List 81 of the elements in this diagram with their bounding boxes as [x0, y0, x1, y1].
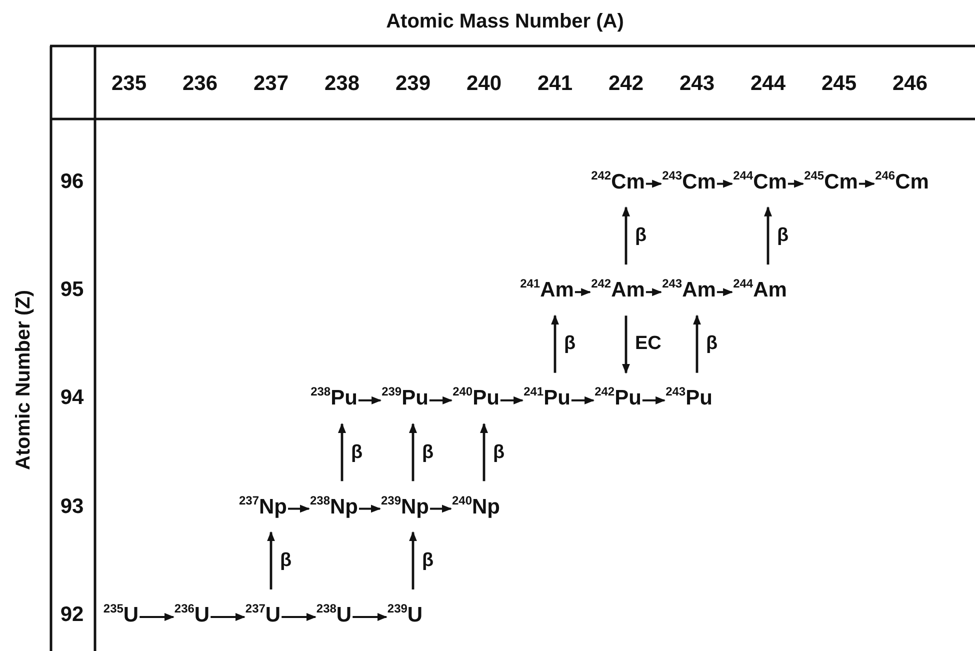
arrow — [338, 422, 346, 482]
arrow — [716, 288, 734, 296]
nuclide-label: $^{242}$Pu — [594, 386, 642, 410]
axis-tick-label: 246 — [892, 72, 928, 96]
edge-label: β — [349, 442, 365, 464]
axis-tick-label: 242 — [608, 72, 644, 96]
arrow — [140, 613, 174, 621]
nuclide-label: $^{236}$U — [174, 603, 210, 627]
nuclide-label: $^{235}$U — [103, 603, 139, 627]
axis-tick-label: 92 — [60, 603, 84, 627]
edge-label: β — [775, 224, 791, 247]
nuclide-label: $^{238}$U — [316, 603, 352, 627]
axis-tick-label: 244 — [750, 72, 786, 96]
nuclide-label: $^{243}$Am — [662, 278, 716, 302]
arrow — [646, 288, 662, 296]
axis-tick-label: 93 — [60, 494, 84, 519]
arrow — [500, 396, 524, 404]
nuclide-label: $^{245}$Cm — [804, 170, 858, 194]
nuclide-label: $^{239}$Pu — [382, 386, 428, 410]
nuclide-label: $^{246}$Cm — [875, 170, 929, 194]
axis-tick-label: 236 — [182, 72, 218, 96]
arrow — [571, 396, 595, 404]
edge-label: β — [491, 442, 507, 464]
edge-label: β — [278, 550, 294, 572]
nuclide-label: $^{242}$Am — [591, 278, 645, 302]
arrow — [430, 504, 452, 513]
arrow — [716, 180, 734, 188]
edge-label: β — [704, 333, 720, 356]
arrow — [288, 504, 310, 513]
arrow — [210, 613, 246, 621]
nuclide-label: $^{239}$U — [387, 603, 423, 627]
nuclide-label: $^{242}$Cm — [591, 170, 645, 194]
nuclide-label: $^{240}$Np — [452, 495, 500, 518]
nuclide-label: $^{237}$U — [245, 603, 281, 627]
arrow — [282, 613, 316, 621]
axis-title: Atomic Number (Z) — [12, 290, 36, 470]
edge-label: β — [562, 333, 578, 356]
arrow — [352, 613, 388, 621]
axis-tick-label: 239 — [395, 72, 431, 96]
arrow — [429, 396, 453, 404]
arrow — [267, 531, 275, 590]
arrow — [574, 288, 592, 296]
axis-tick-label: 96 — [60, 170, 84, 194]
axis-tick-label: 245 — [821, 72, 857, 96]
arrow — [622, 206, 630, 265]
arrow — [359, 504, 381, 513]
arrow — [646, 180, 662, 188]
arrow — [551, 314, 559, 373]
arrow — [788, 180, 804, 188]
nuclide-label: $^{243}$Cm — [662, 170, 716, 194]
nuclide-label: $^{241}$Pu — [524, 386, 570, 410]
axis-title: Atomic Mass Number (A) — [386, 10, 624, 34]
axis-tick-label: 240 — [466, 72, 502, 96]
axis-tick-label: 94 — [60, 386, 84, 410]
arrow — [409, 531, 417, 590]
edge-label: β — [420, 442, 436, 464]
axis-tick-label: 243 — [679, 72, 715, 96]
edge-label: β — [633, 224, 649, 247]
arrow — [622, 316, 630, 374]
nuclide-label: $^{238}$Np — [310, 495, 358, 518]
edge-label: β — [420, 550, 436, 572]
arrow — [764, 206, 772, 265]
arrow — [409, 422, 417, 482]
nuclide-label: $^{244}$Am — [733, 278, 787, 302]
axis-tick-label: 237 — [253, 72, 289, 96]
axis-tick-label: 95 — [60, 278, 84, 302]
arrow — [642, 396, 666, 404]
nuclide-label: $^{239}$Np — [380, 495, 430, 518]
arrow — [358, 396, 382, 404]
nuclide-label: $^{243}$Pu — [666, 386, 712, 410]
arrow — [858, 180, 876, 188]
nuclide-label: $^{241}$Am — [520, 278, 574, 302]
axis-tick-label: 238 — [324, 72, 360, 96]
nuclide-label: $^{237}$Np — [238, 495, 288, 518]
axis-tick-label: 235 — [111, 72, 147, 96]
axis-tick-label: 241 — [537, 72, 573, 96]
arrow — [693, 314, 701, 373]
nuclide-label: $^{238}$Pu — [310, 386, 358, 410]
arrow — [480, 422, 488, 482]
nuclide-label: $^{244}$Cm — [733, 170, 787, 194]
nuclide-label: $^{240}$Pu — [452, 386, 500, 410]
